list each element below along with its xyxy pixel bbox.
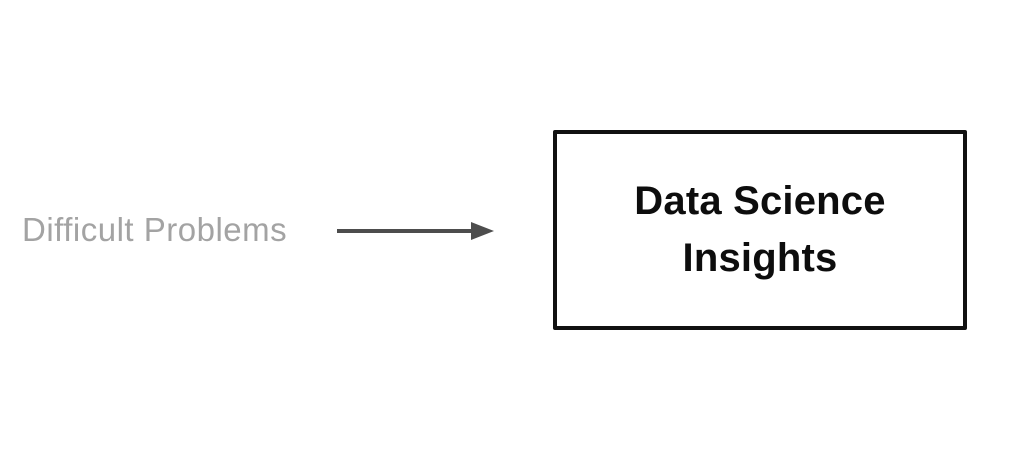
source-label: Difficult Problems — [22, 211, 288, 248]
target-box-label: Data Science Insights — [634, 179, 886, 280]
target-box: Data Science Insights — [553, 130, 967, 330]
right-arrow-icon — [337, 222, 494, 240]
